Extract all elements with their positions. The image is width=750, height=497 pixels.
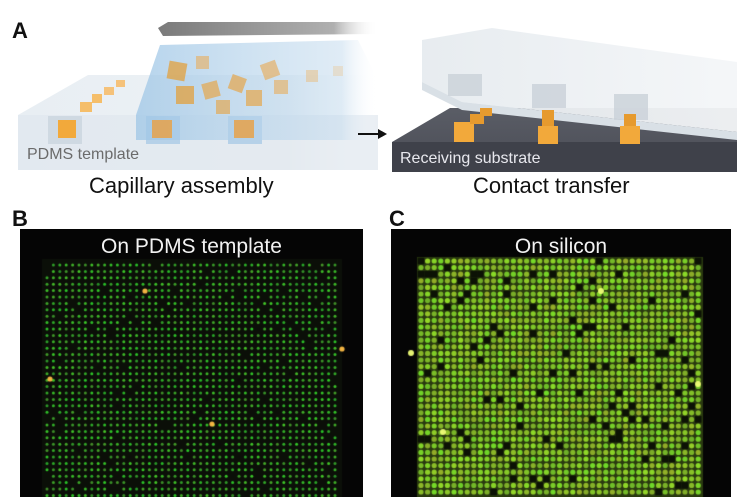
particle xyxy=(306,70,318,82)
particle xyxy=(152,120,172,138)
particle xyxy=(92,94,102,103)
particle xyxy=(58,120,76,138)
panel-a-letter: A xyxy=(12,18,28,43)
contact-transfer-schematic xyxy=(392,28,737,172)
particle xyxy=(542,110,554,126)
particle xyxy=(624,114,636,126)
receiving-substrate-label: Receiving substrate xyxy=(400,150,541,167)
contact-transfer-caption: Contact transfer xyxy=(473,173,630,198)
micrograph-pdms-template: On PDMS template xyxy=(20,229,363,497)
particle xyxy=(196,56,209,69)
particle xyxy=(470,114,484,124)
particle xyxy=(234,120,254,138)
particle xyxy=(620,126,640,144)
capillary-assembly-caption: Capillary assembly xyxy=(89,173,274,198)
particle xyxy=(201,80,221,100)
particle xyxy=(216,100,230,114)
particle xyxy=(538,126,558,144)
capillary-assembly-schematic xyxy=(18,22,378,170)
particle xyxy=(227,74,247,94)
arrow-right-icon xyxy=(358,129,387,139)
particle xyxy=(454,122,474,142)
particle xyxy=(480,108,492,116)
panel-b-letter: B xyxy=(12,206,28,231)
particle xyxy=(259,59,281,81)
glass-blade xyxy=(158,22,378,36)
micrograph-silicon: On silicon xyxy=(391,229,731,497)
pdms-stamp xyxy=(422,28,737,132)
particle xyxy=(274,80,288,94)
particle xyxy=(246,90,262,106)
particle xyxy=(80,102,92,112)
micrograph-c-title: On silicon xyxy=(514,235,608,258)
particle xyxy=(176,86,194,104)
micrograph-b-title: On PDMS template xyxy=(101,235,282,258)
particle xyxy=(116,80,125,87)
pdms-template-label: PDMS template xyxy=(27,146,140,163)
panel-c-letter: C xyxy=(389,206,405,231)
particle xyxy=(166,60,188,82)
particle xyxy=(333,66,343,76)
particle xyxy=(104,87,114,95)
